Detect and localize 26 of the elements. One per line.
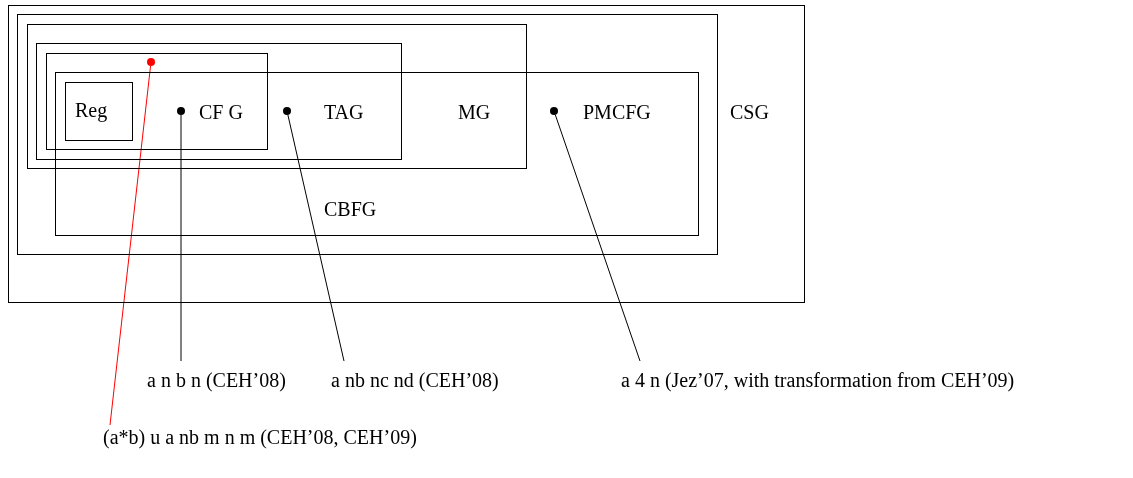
set-label: TAG [324, 101, 364, 123]
set-box [8, 5, 805, 303]
point-marker [550, 107, 558, 115]
leader-line [554, 114, 641, 362]
point-marker [283, 107, 291, 115]
language-example: a 4 n (Jez’07, with transformation from CEH’09) [621, 369, 1015, 391]
language-example: a n b n (CEH’08) [147, 369, 286, 391]
set-box [55, 72, 699, 236]
point-marker [147, 58, 155, 66]
language-example: (a*b) u a nb m n m (CEH’08, CEH’09) [103, 426, 417, 448]
set-box [46, 53, 268, 150]
leader-line [109, 65, 152, 426]
leader-line [287, 114, 345, 362]
set-label: CSG [730, 101, 769, 123]
set-label: CF G [199, 101, 243, 123]
set-label: Reg [75, 99, 108, 121]
set-box [65, 82, 133, 141]
point-marker [177, 107, 185, 115]
set-label: CBFG [324, 198, 377, 220]
set-label: MG [458, 101, 491, 123]
set-box [36, 43, 402, 160]
set-box [17, 14, 718, 255]
set-box [27, 24, 527, 169]
set-label: PMCFG [583, 101, 651, 123]
language-example: a nb nc nd (CEH’08) [331, 369, 499, 391]
leader-line [180, 114, 182, 362]
